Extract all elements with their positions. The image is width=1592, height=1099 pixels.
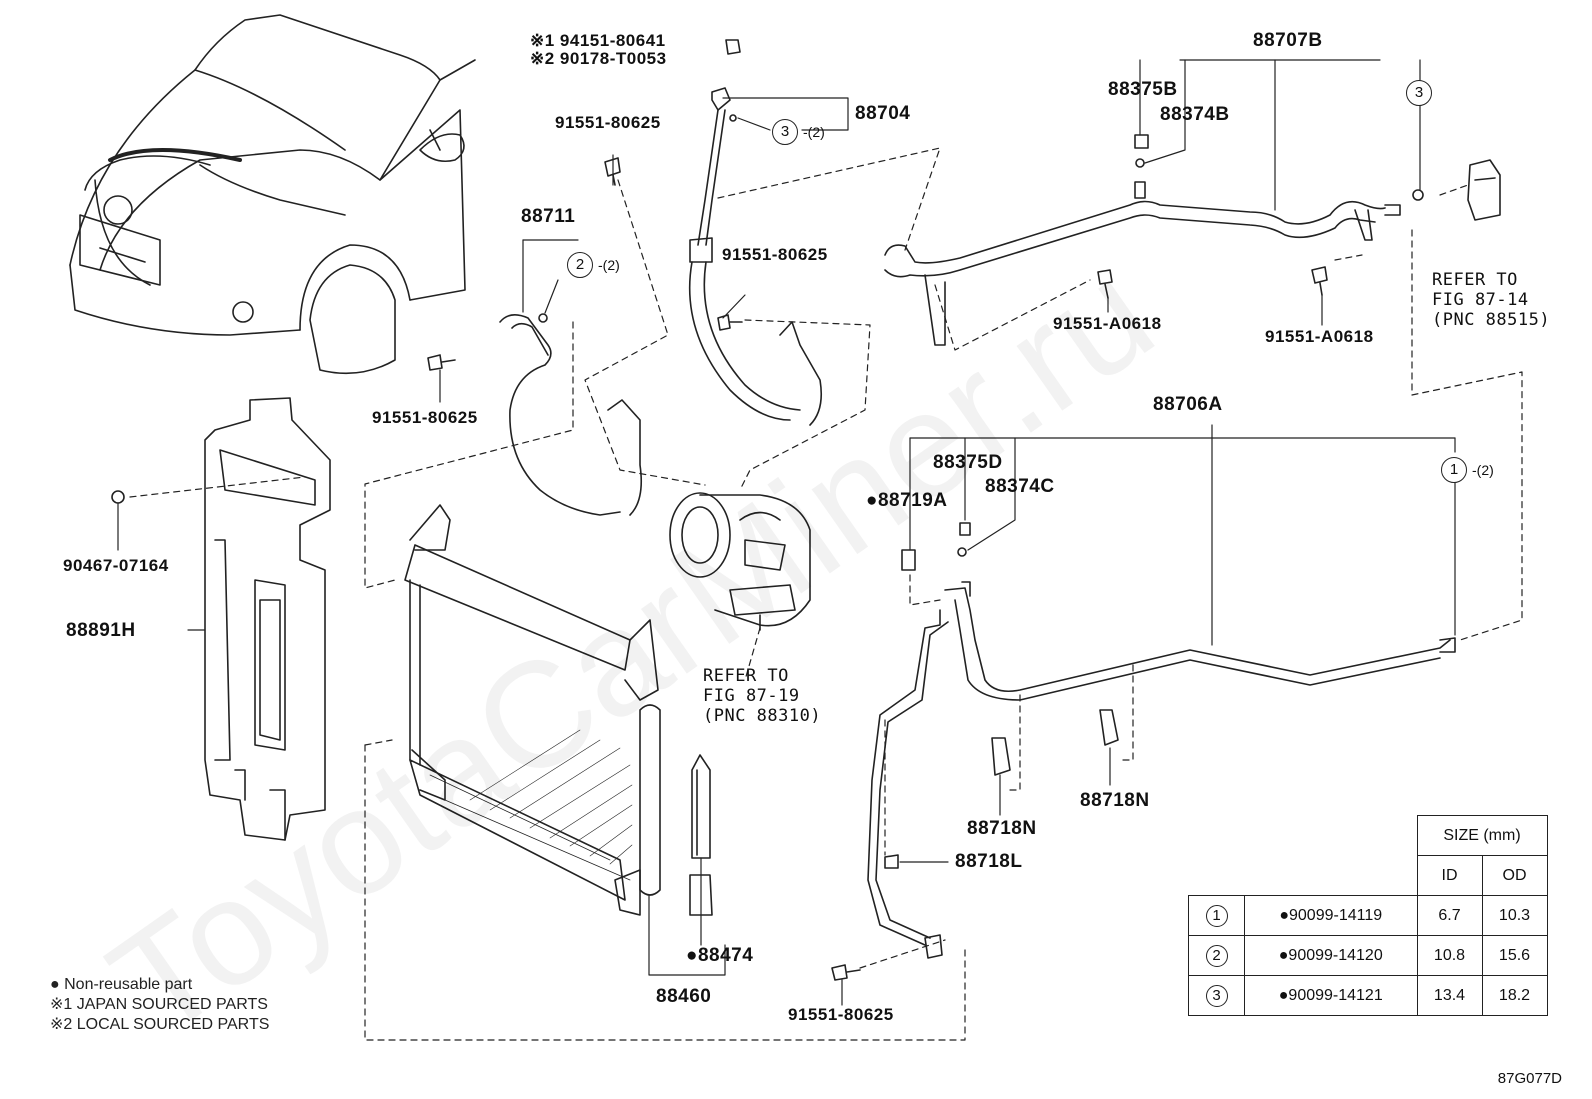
label-90467-07164: 90467-07164: [63, 556, 169, 575]
row-ref-circle: 2: [1205, 944, 1228, 967]
row-id: 6.7: [1416, 895, 1483, 936]
label-bolt-bottom: 91551-80625: [788, 1005, 894, 1024]
label-88718n-right: 88718N: [1080, 790, 1150, 811]
row-od: 15.6: [1481, 935, 1548, 976]
label-bolt-a0618-right: 91551-A0618: [1265, 327, 1374, 346]
row-ref-circle: 3: [1205, 984, 1228, 1007]
row-id: 13.4: [1416, 975, 1483, 1016]
ref-circle-2: 2: [567, 252, 593, 278]
label-bolt-mid: 91551-80625: [722, 245, 828, 264]
cooling-panel-88891h: [204, 397, 331, 841]
label-88718l: 88718L: [955, 851, 1023, 872]
legend-non-reusable: ● Non-reusable part: [50, 976, 193, 993]
compressor-reference: REFER TO FIG 87-19 (PNC 88310): [703, 666, 822, 726]
label-88474: ●88474: [686, 945, 754, 966]
size-table-header: SIZE (mm): [1416, 815, 1548, 856]
label-88706a: 88706A: [1153, 394, 1223, 415]
label-bolt-left: 91551-80625: [372, 408, 478, 427]
figure-code: 87G077D: [1497, 1070, 1562, 1087]
valve-reference: REFER TO FIG 87-14 (PNC 88515): [1432, 270, 1551, 330]
vehicle-illustration: [69, 14, 476, 375]
label-88719a: ●88719A: [866, 490, 948, 511]
row-part: ●90099-14121: [1244, 975, 1418, 1016]
row-part: ●90099-14119: [1244, 895, 1418, 936]
leader-lines: [117, 59, 1456, 1006]
label-88460: 88460: [656, 986, 712, 1007]
ref-qty-2: -(2): [598, 257, 620, 273]
label-88375b: 88375B: [1108, 79, 1178, 100]
label-88374c: 88374C: [985, 476, 1055, 497]
label-88718n-left: 88718N: [967, 818, 1037, 839]
ref-circle-3-hose: 3: [772, 119, 798, 145]
ref-circle-1: 1: [1441, 457, 1467, 483]
label-nut-local: ※2 90178-T0053: [530, 49, 667, 68]
hose-88704: [688, 87, 823, 426]
row-ref-circle: 1: [1205, 904, 1228, 927]
label-88707b: 88707B: [1253, 30, 1323, 51]
label-bolt-top: 91551-80625: [555, 113, 661, 132]
size-col-id: ID: [1416, 855, 1483, 896]
filter-88474: [689, 754, 713, 916]
hose-88711: [499, 314, 643, 516]
row-id: 10.8: [1416, 935, 1483, 976]
size-table: SIZE (mm) ID OD 1 ●90099-14119 6.7 10.3 …: [1188, 815, 1548, 1016]
expansion-valve: [1467, 159, 1501, 221]
label-88704: 88704: [855, 103, 911, 124]
label-bolt-a0618-left: 91551-A0618: [1053, 314, 1162, 333]
bolts: [427, 157, 1328, 981]
legend-local: ※2 LOCAL SOURCED PARTS: [50, 1016, 270, 1033]
label-88374b: 88374B: [1160, 104, 1230, 125]
compressor: [669, 492, 811, 631]
table-row: 1 ●90099-14119 6.7 10.3: [1188, 895, 1548, 936]
dashed-lines: [129, 147, 1523, 1041]
legend-japan: ※1 JAPAN SOURCED PARTS: [50, 996, 268, 1013]
label-88375d: 88375D: [933, 452, 1003, 473]
label-88891h: 88891H: [66, 620, 136, 641]
pipe-88707b: [884, 200, 1401, 346]
row-od: 18.2: [1481, 975, 1548, 1016]
table-row: 2 ●90099-14120 10.8 15.6: [1188, 935, 1548, 976]
ref-qty-1: -(2): [1472, 462, 1494, 478]
pipe-88706a: [867, 581, 1456, 959]
clips: [111, 39, 1424, 869]
ref-circle-3-valve: 3: [1406, 80, 1432, 106]
condenser-assembly: [404, 504, 661, 916]
row-part: ●90099-14120: [1244, 935, 1418, 976]
label-88711: 88711: [521, 206, 576, 227]
ref-qty-3-hose: -(2): [803, 124, 825, 140]
label-nut-japan: ※1 94151-80641: [530, 31, 666, 50]
row-od: 10.3: [1481, 895, 1548, 936]
table-row: 3 ●90099-14121 13.4 18.2: [1188, 975, 1548, 1016]
legend: ● Non-reusable part ※1 JAPAN SOURCED PAR…: [50, 975, 269, 1035]
size-col-od: OD: [1481, 855, 1548, 896]
